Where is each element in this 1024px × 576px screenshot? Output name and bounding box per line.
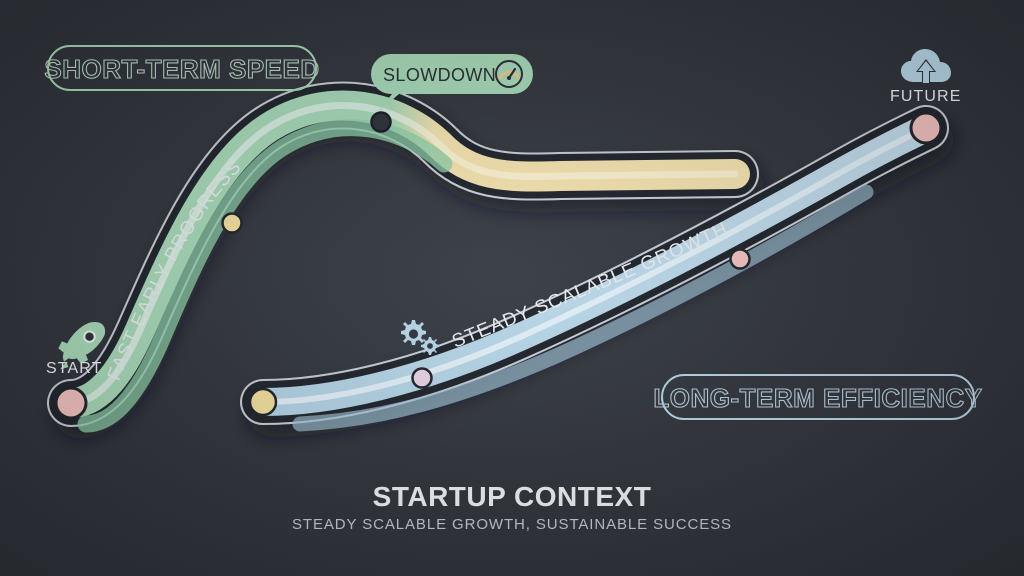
start-node[interactable] — [54, 386, 88, 420]
start-label: START — [46, 360, 103, 377]
future-label: FUTURE — [890, 88, 962, 105]
slowdown-callout-label: SLOWDOWN — [383, 65, 496, 85]
badge-short-term-speed-label: SHORT-TERM SPEED — [44, 54, 319, 84]
slowdown-callout[interactable]: SLOWDOWN — [371, 54, 533, 112]
node-longterm-start[interactable] — [248, 387, 278, 417]
page-title: STARTUP CONTEXT — [372, 481, 652, 512]
future-node[interactable] — [909, 111, 943, 145]
rocket-icon — [58, 322, 106, 370]
node-peak[interactable] — [370, 111, 392, 133]
page-subtitle: STEADY SCALABLE GROWTH, SUSTAINABLE SUCC… — [292, 516, 732, 533]
long-term-trail — [292, 184, 874, 432]
node-progress[interactable] — [221, 212, 243, 234]
badge-long-term-efficiency-label: LONG-TERM EFFICIENCY — [653, 383, 982, 413]
short-term-trail — [77, 119, 453, 433]
gauge-icon — [495, 60, 523, 88]
gears-icon — [401, 320, 439, 355]
node-gears-stop[interactable] — [411, 367, 433, 389]
badge-long-term-efficiency[interactable]: LONG-TERM EFFICIENCY — [653, 374, 983, 420]
cloud-upload-icon — [901, 49, 951, 84]
badge-short-term-speed[interactable]: SHORT-TERM SPEED — [44, 45, 320, 91]
short-term-curve-label: FAST EARLY PROGRESS — [104, 156, 246, 383]
node-scale[interactable] — [729, 248, 751, 270]
